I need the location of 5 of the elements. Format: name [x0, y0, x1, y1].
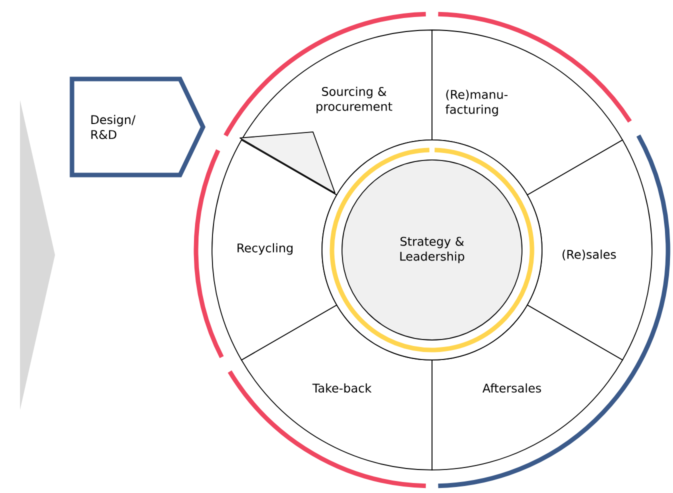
wheel-segment: Aftersales — [432, 304, 623, 470]
wheel-segment: (Re)manu- facturing — [432, 30, 623, 196]
wheel-segment: Recycling — [212, 140, 338, 360]
wheel-segment: Take-back — [241, 304, 432, 470]
wheel-segment: (Re)sales — [526, 140, 652, 360]
